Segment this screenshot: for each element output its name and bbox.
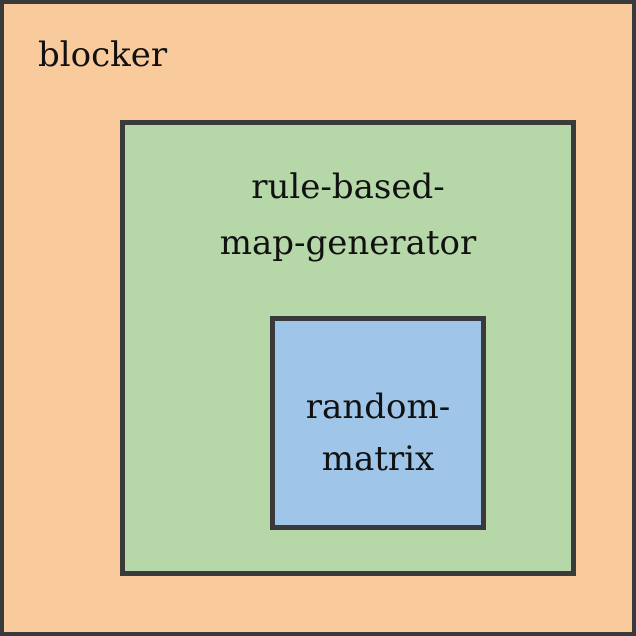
random-matrix-label: random- matrix: [275, 381, 481, 485]
random-matrix-label-line1: random-: [305, 387, 451, 427]
rule-based-map-generator-label-line1: rule-based-: [251, 167, 445, 207]
rule-based-map-generator-label-line2: map-generator: [219, 223, 477, 263]
random-matrix-box: random- matrix: [270, 316, 486, 530]
random-matrix-label-line2: matrix: [321, 439, 435, 479]
blocker-label: blocker: [38, 35, 168, 75]
rule-based-map-generator-label: rule-based- map-generator: [125, 159, 571, 271]
